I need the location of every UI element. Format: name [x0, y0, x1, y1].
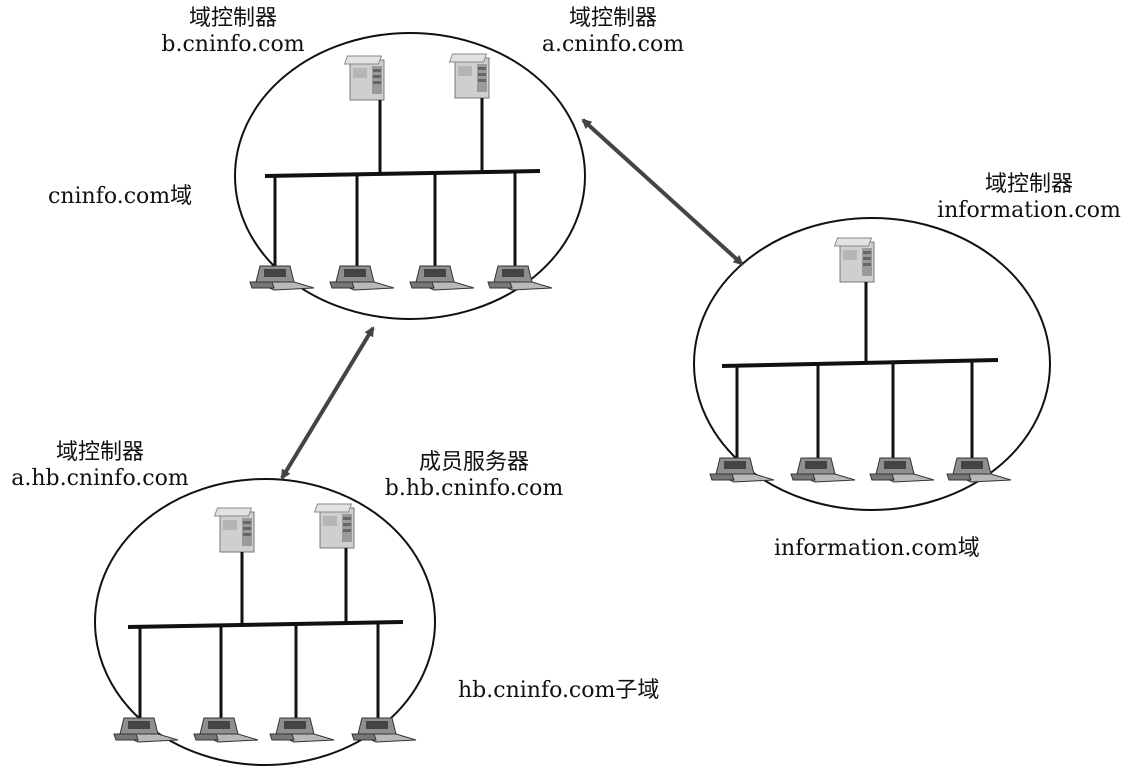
member-host: b.hb.cninfo.com	[384, 476, 564, 501]
network-bus	[264, 169, 541, 178]
controller-label-a-hb: 域控制器 a.hb.cninfo.com	[2, 440, 198, 492]
controller-role: 域控制器	[568, 6, 657, 31]
workstation-icon	[193, 717, 259, 743]
controller-label-information: 域控制器 information.com	[924, 172, 1134, 224]
workstation-icon	[249, 265, 315, 291]
workstation-icon	[269, 717, 335, 743]
domain-label-cninfo: cninfo.com域	[48, 184, 193, 209]
network-bus	[721, 358, 999, 368]
workstation-icon	[351, 717, 417, 743]
server-icon	[449, 53, 490, 99]
workstation-icon	[709, 457, 775, 483]
controller-host: a.cninfo.com	[541, 32, 685, 57]
workstation-icon	[946, 457, 1012, 483]
workstation-icon	[113, 717, 179, 743]
workstation-icon	[409, 265, 475, 291]
controller-role: 域控制器	[984, 172, 1073, 197]
controller-role: 域控制器	[188, 6, 277, 31]
workstation-icon	[869, 457, 935, 483]
hb-domain	[94, 478, 436, 766]
double-arrow-icon	[581, 118, 744, 266]
member-server-label-b-hb: 成员服务器 b.hb.cninfo.com	[370, 450, 578, 502]
server-icon	[214, 507, 255, 553]
double-arrow-icon	[280, 326, 375, 480]
controller-host: b.cninfo.com	[161, 32, 305, 57]
workstation-icon	[329, 265, 395, 291]
controller-role: 域控制器	[55, 440, 144, 465]
information-domain	[693, 217, 1051, 511]
controller-label-a-cninfo: 域控制器 a.cninfo.com	[513, 6, 713, 58]
network-bus	[127, 620, 404, 629]
cninfo-domain	[234, 32, 586, 320]
domain-label-information: information.com域	[774, 536, 980, 561]
server-icon	[834, 237, 875, 283]
member-role: 成员服务器	[418, 450, 529, 475]
information-domain-ellipse	[693, 217, 1051, 511]
server-icon	[314, 503, 355, 549]
workstation-icon	[790, 457, 856, 483]
server-icon	[344, 55, 385, 101]
controller-host: information.com	[937, 198, 1121, 223]
controller-host: a.hb.cninfo.com	[11, 466, 189, 491]
hb-domain-ellipse	[94, 478, 436, 766]
controller-label-b-cninfo: 域控制器 b.cninfo.com	[138, 6, 328, 58]
domain-label-hb: hb.cninfo.com子域	[458, 678, 660, 703]
